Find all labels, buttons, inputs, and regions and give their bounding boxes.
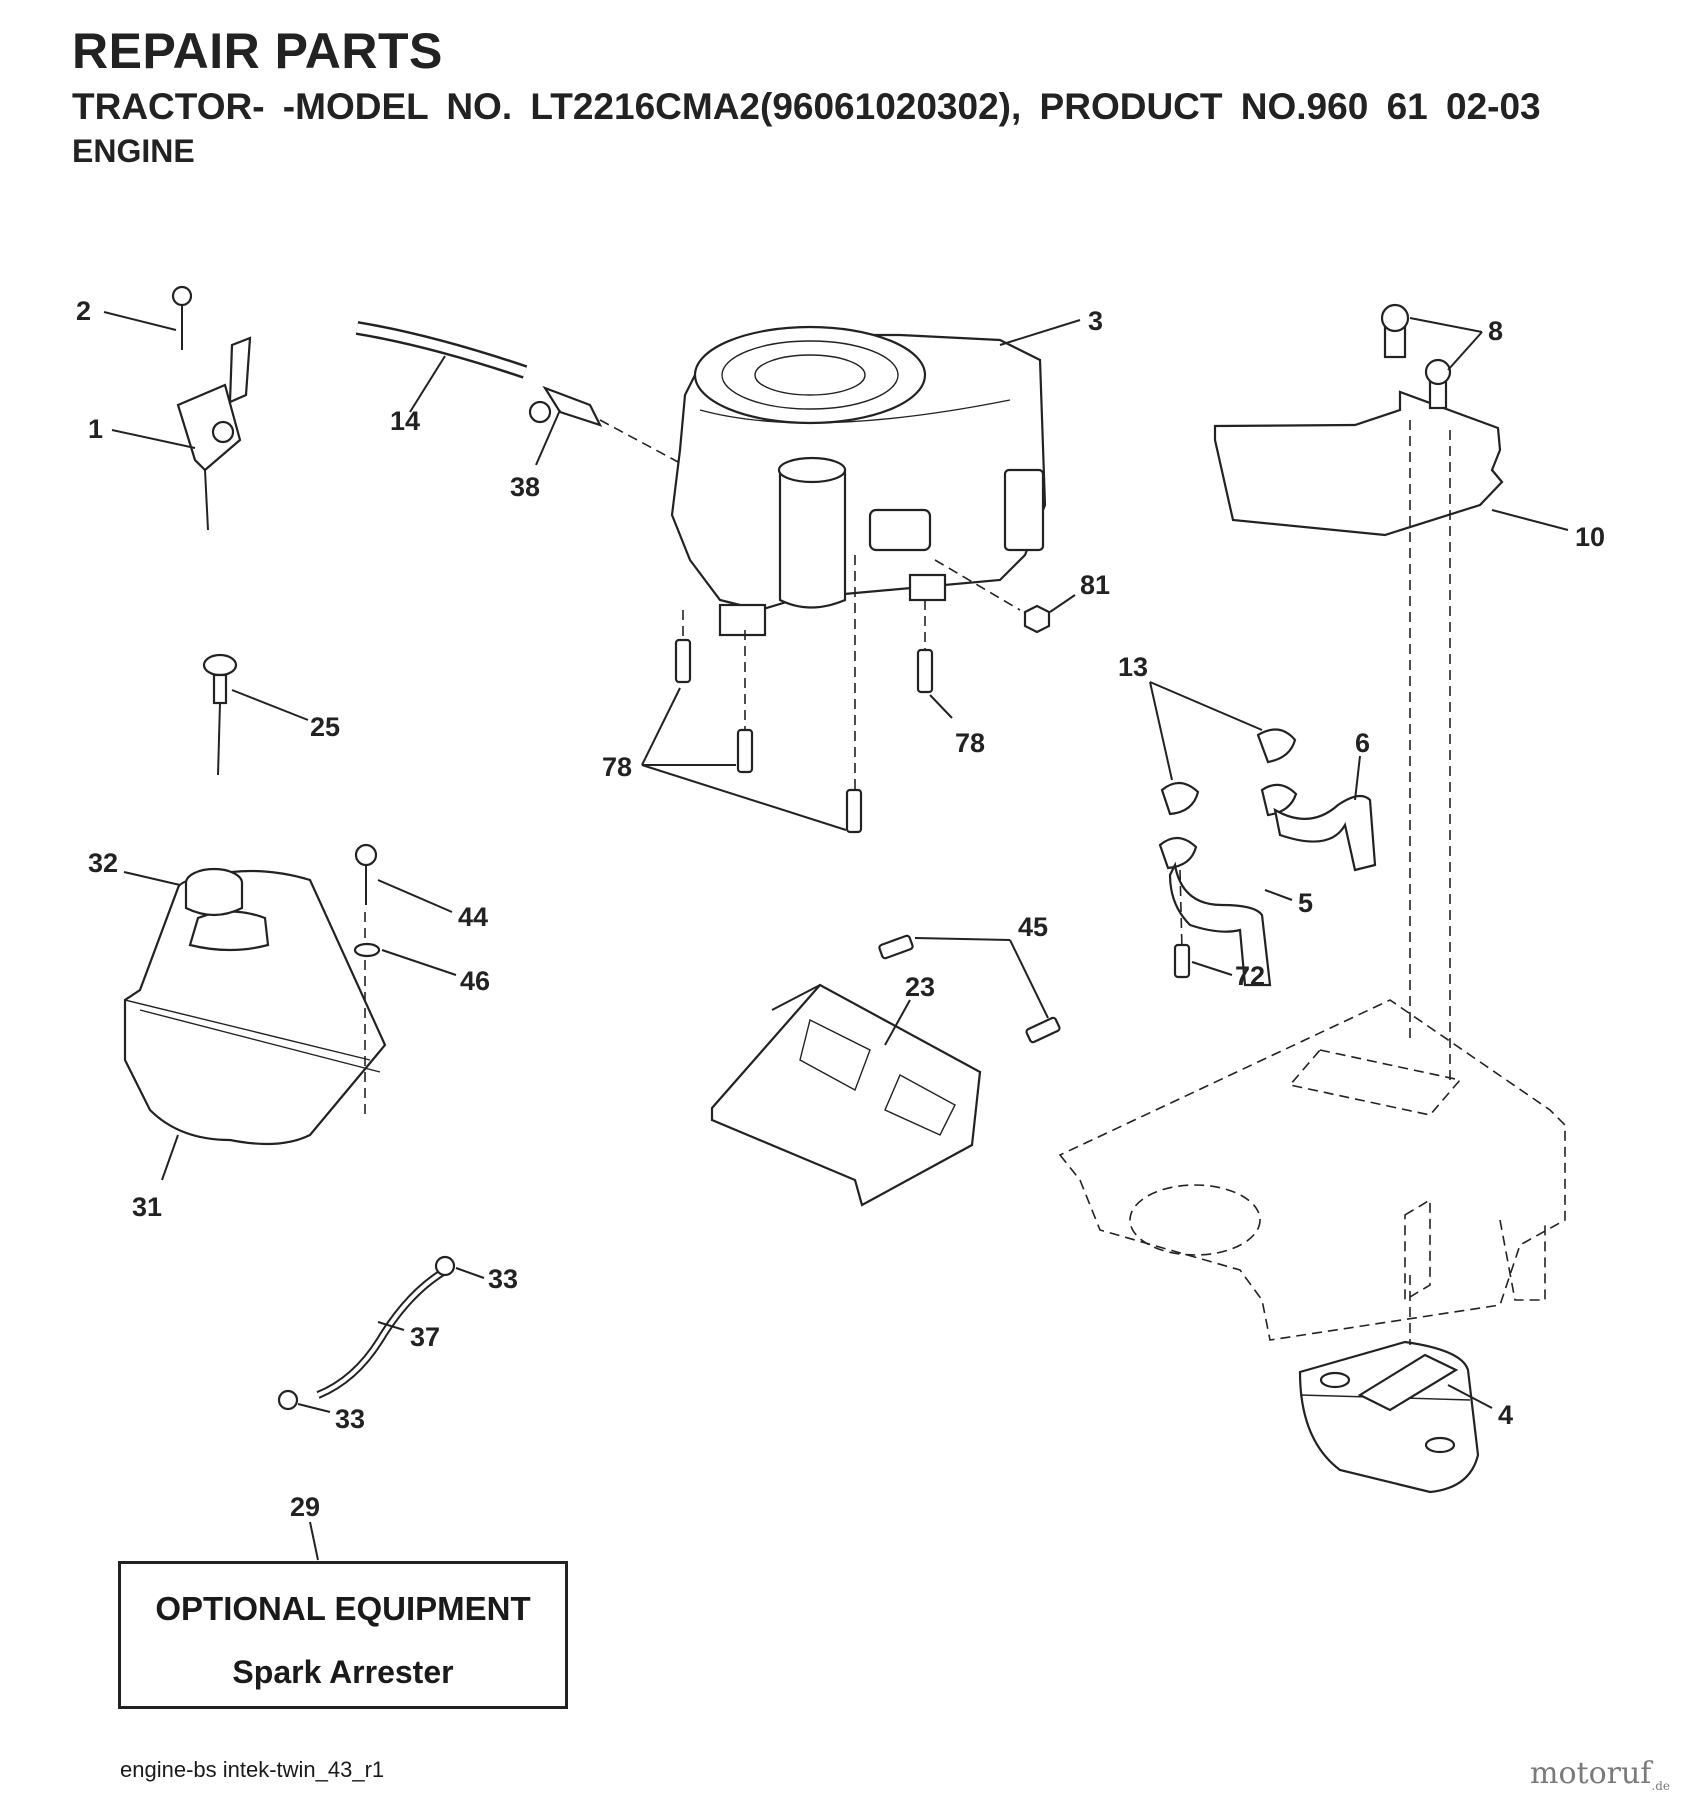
callout-4: 4 [1447,1384,1513,1430]
callout-37: 37 [377,1321,440,1352]
callout-label-2: 2 [76,296,91,326]
callout-label-33b: 33 [335,1404,365,1434]
fuel-tank-part [123,843,387,1146]
section-title: ENGINE [72,133,195,169]
callout-3: 3 [999,306,1103,346]
throttle-control-part [171,285,252,531]
watermark-logo: motoruf.de [1530,1756,1670,1793]
callout-label-10: 10 [1575,522,1605,552]
callout-5: 5 [1264,888,1313,918]
nut-81-part [1023,604,1051,634]
callout-label-46: 46 [460,966,490,996]
callout-14: 14 [390,355,446,436]
model-subtitle: TRACTOR- -MODEL NO. LT2216CMA2(960610203… [72,86,1541,127]
callout-29: 29 [290,1492,320,1561]
callout-25: 25 [231,689,340,742]
callout-46: 46 [381,949,490,996]
callout-8: 8 [1409,316,1503,371]
bolts-78-part [674,638,934,834]
callout-label-13: 13 [1118,652,1148,682]
engine-part [670,325,1047,790]
callout-label-45: 45 [1018,912,1048,942]
optional-equipment-title: OPTIONAL EQUIPMENT [155,1590,531,1627]
callout-2: 2 [76,296,177,331]
callout-label-78a: 78 [602,752,632,782]
optional-equipment-box: OPTIONAL EQUIPMENT Spark Arrester [118,1561,568,1709]
watermark-main: motoruf [1530,1756,1652,1791]
callout-label-3: 3 [1088,306,1103,336]
callout-label-33a: 33 [488,1264,518,1294]
callout-label-29: 29 [290,1492,320,1522]
callout-label-38: 38 [510,472,540,502]
callout-33a: 33 [455,1264,518,1294]
diagram-reference: engine-bs intek-twin_43_r1 [120,1757,385,1782]
callout-label-31: 31 [132,1192,162,1222]
callout-label-32: 32 [88,848,118,878]
callout-32: 32 [88,848,181,886]
callout-31: 31 [132,1134,179,1222]
callout-44: 44 [377,879,488,932]
callout-78a: 78 [602,687,847,831]
tractor-frame-part [1058,999,1566,1341]
callout-label-72: 72 [1235,961,1265,991]
callout-label-5: 5 [1298,888,1313,918]
callout-label-81: 81 [1080,570,1110,600]
callout-33b: 33 [297,1403,365,1434]
callout-label-14: 14 [390,406,420,436]
callout-label-25: 25 [310,712,340,742]
callout-label-44: 44 [458,902,488,932]
fuel-line-part [277,1255,456,1411]
page-title: REPAIR PARTS [72,23,443,79]
optional-equipment-item: Spark Arrester [232,1654,454,1690]
callout-23: 23 [884,972,935,1046]
callout-81: 81 [1049,570,1110,613]
callout-label-37: 37 [410,1322,440,1352]
exhaust-pipes-part [1158,728,1377,987]
callout-label-78b: 78 [955,728,985,758]
callout-label-8: 8 [1488,316,1503,346]
choke-knob-part [202,653,238,776]
watermark-suffix: .de [1651,1779,1671,1793]
callout-72: 72 [1191,961,1265,991]
callout-13: 13 [1118,652,1263,781]
bracket-plate-part [710,934,1061,1207]
callout-label-23: 23 [905,972,935,1002]
fuel-hose-part [355,321,681,464]
callout-label-1: 1 [88,414,103,444]
callout-10: 10 [1491,509,1605,552]
callout-label-6: 6 [1355,728,1370,758]
callout-45: 45 [914,912,1049,1019]
muffler-part [1298,1275,1480,1494]
callout-1: 1 [88,414,196,449]
callout-38: 38 [510,409,561,502]
callout-6: 6 [1354,728,1370,801]
heat-shield-part [1213,303,1504,1080]
callout-label-4: 4 [1498,1400,1513,1430]
callout-78b: 78 [929,694,985,758]
